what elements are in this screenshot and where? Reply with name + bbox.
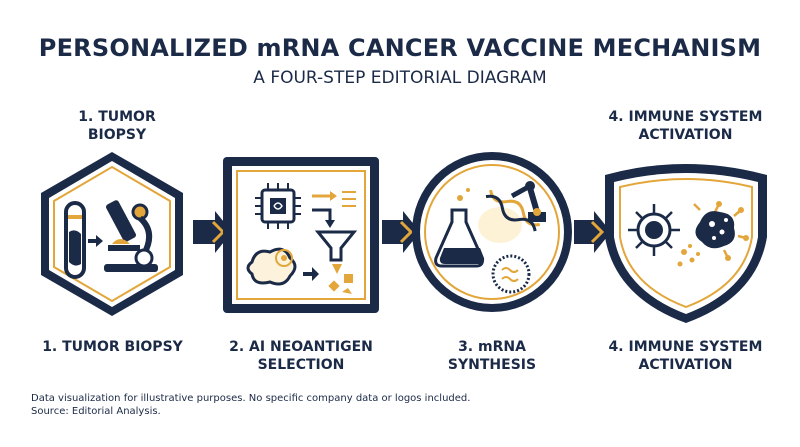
antibody-particles-icon: [677, 244, 700, 267]
lipid-nanoparticle-icon: [491, 254, 531, 294]
step4-top-label: 4. IMMUNE SYSTEM ACTIVATION: [608, 109, 763, 143]
tumor-cell-icon: [246, 247, 297, 286]
immune-cell-icon: [628, 204, 680, 256]
biopsy-arrow-icon: [88, 235, 103, 247]
antigen-shapes-icon: [328, 264, 353, 294]
footer-disclaimer: Data visualization for illustrative purp…: [31, 393, 471, 404]
step2-frame: [223, 157, 379, 313]
selection-arrow-icon: [303, 267, 319, 281]
arrow-3-icon: [574, 211, 611, 253]
robot-arm-icon: [510, 181, 546, 222]
step2-bottom-label: 2. AI NEOANTIGEN SELECTION: [229, 339, 373, 373]
step4-shield: [605, 164, 767, 323]
step4-bottom-label: 4. IMMUNE SYSTEM ACTIVATION: [608, 339, 763, 373]
page-subtitle: A FOUR-STEP EDITORIAL DIAGRAM: [253, 68, 547, 88]
flask-icon: [434, 188, 485, 268]
funnel-icon: [314, 230, 358, 262]
test-tube-icon: [64, 201, 86, 279]
step3-bottom-label: 3. mRNA SYNTHESIS: [447, 339, 537, 373]
page-title: PERSONALIZED mRNA CANCER VACCINE MECHANI…: [38, 34, 762, 62]
arrow-2-icon: [382, 211, 420, 253]
footer-source: Source: Editorial Analysis.: [31, 406, 161, 417]
data-flow-arrows-icon: [312, 191, 356, 228]
microscope-icon: [104, 200, 158, 272]
step1-hexagon: [41, 152, 183, 316]
step1-top-label: 1. TUMOR BIOPSY: [78, 109, 156, 143]
step1-bottom-label: 1. TUMOR BIOPSY: [42, 339, 183, 355]
ai-chip-icon: [255, 183, 301, 229]
cancer-cell-icon: [693, 201, 749, 261]
